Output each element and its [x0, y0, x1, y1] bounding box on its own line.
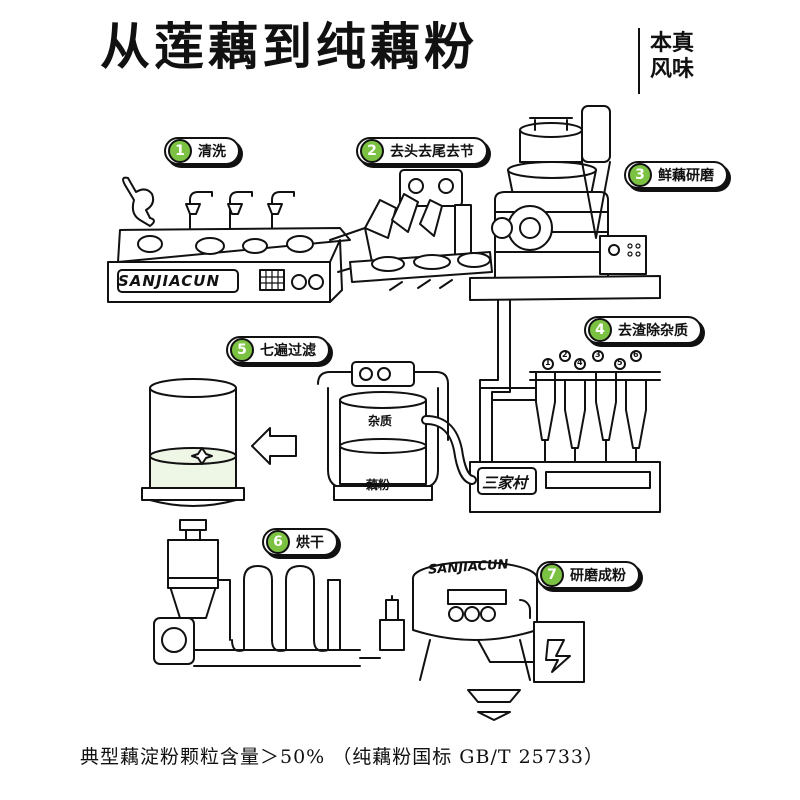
filter-number-4: 4: [577, 358, 583, 367]
dryer: [153, 519, 361, 667]
step-5-label: 七遍过滤: [260, 343, 316, 359]
connecting-pipes: [479, 299, 541, 466]
step-2-number: 2: [360, 139, 384, 163]
step-2-badge: 2 去头去尾去节: [356, 137, 488, 165]
step-5-badge: 5 七遍过滤: [226, 336, 330, 364]
brand-label-filter: 三家村: [482, 474, 528, 492]
tagline-line-2: 风味: [650, 56, 695, 82]
step-4-badge: 4 去渣除杂质: [584, 316, 702, 344]
step-3-label: 鲜藕研磨: [658, 168, 714, 184]
step-7-badge: 7 研磨成粉: [536, 561, 640, 589]
step-3-badge: 3 鲜藕研磨: [624, 161, 728, 189]
step-6-badge: 6 烘干: [262, 528, 338, 556]
step-4-number: 4: [588, 318, 612, 342]
step-6-label: 烘干: [296, 535, 324, 551]
powder-layer-label: 藕粉: [366, 478, 391, 492]
brand-label-washer: SANJIACUN: [118, 272, 221, 290]
settling-tank: [141, 378, 245, 507]
flow-arrow: [251, 427, 297, 465]
cutting-machine: [349, 169, 493, 291]
step-6-number: 6: [266, 530, 290, 554]
filter-number-2: 2: [562, 350, 568, 359]
impurity-layer-label: 杂质: [368, 414, 393, 428]
step-7-label: 研磨成粉: [570, 568, 626, 584]
step-2-label: 去头去尾去节: [390, 144, 474, 160]
step-1-label: 清洗: [198, 144, 226, 160]
step-1-badge: 1 清洗: [164, 137, 240, 165]
powder-grinder: [359, 561, 585, 721]
filter-number-6: 6: [633, 350, 639, 359]
filter-number-3: 3: [595, 350, 601, 359]
page-title: 从莲藕到纯藕粉: [100, 17, 478, 76]
step-5-number: 5: [230, 338, 254, 362]
step-4-label: 去渣除杂质: [618, 323, 688, 339]
hydrocyclone-filters: [469, 350, 661, 513]
title-divider: [638, 28, 640, 94]
filter-number-1: 1: [545, 358, 551, 367]
step-7-number: 7: [540, 563, 564, 587]
step-1-number: 1: [168, 139, 192, 163]
step-3-number: 3: [628, 163, 652, 187]
tagline-line-1: 本真: [650, 30, 695, 56]
standard-footnote: 典型藕淀粉颗粒含量＞50% （纯藕粉国标 GB/T 25733）: [80, 746, 605, 768]
grinder: [469, 105, 661, 301]
filter-tank: [317, 361, 477, 501]
tagline: 本真 风味: [650, 30, 694, 82]
filter-number-5: 5: [617, 358, 623, 367]
